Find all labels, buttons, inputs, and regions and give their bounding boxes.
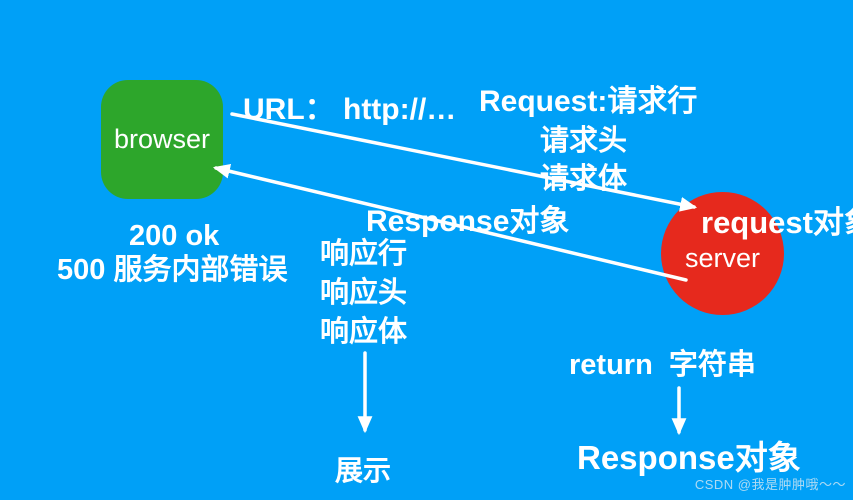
server-node-label: server [684,243,760,273]
display-label: 展示 [335,455,392,486]
browser-node-label: browser [113,124,211,154]
response-status-line-label: 响应行 [320,238,408,270]
request-header-label: 请求头 [540,125,628,157]
request-title-label: Request:请求行 [479,85,698,118]
return-statement-label: return 字符串 [569,349,756,381]
url-label: URL： http://… [243,93,457,126]
browser-node: browser [101,80,223,199]
response-header-label: 响应头 [320,277,408,309]
response-title-label: Response对象 [366,205,570,238]
csdn-watermark: CSDN @我是肿肿哦～～ [694,477,846,492]
status-200-label: 200 ok [129,220,220,252]
response-body-label: 响应体 [320,316,408,348]
request-body-label: 请求体 [540,163,628,195]
status-500-label: 500 服务内部错误 [57,254,288,286]
response-object-label: Response对象 [577,439,801,476]
request-object-label: request对象 [701,205,853,240]
